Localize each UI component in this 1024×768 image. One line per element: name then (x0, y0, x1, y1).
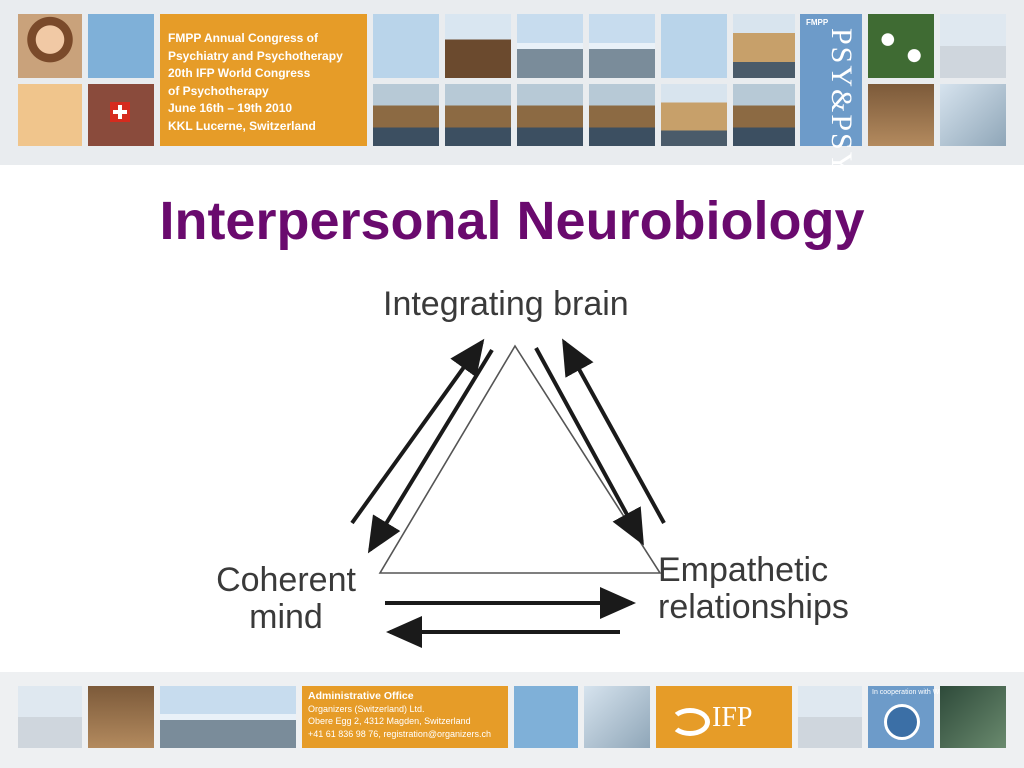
congress-line: FMPP Annual Congress of (168, 31, 319, 45)
node-coherent-mind-line1: Coherent (216, 561, 356, 599)
audience-image (868, 84, 934, 146)
congress-line: of Psychotherapy (168, 83, 269, 98)
lucerne-river-image (445, 84, 511, 146)
node-coherent-mind: Coherent mind (200, 561, 372, 637)
lucerne-river-image (373, 84, 439, 146)
node-empathetic-relationships-line1: Empathetic (658, 551, 829, 589)
fountain-image (18, 686, 82, 748)
office-line: Organizers (Switzerland) Ltd. (308, 703, 425, 714)
lucerne-river-image (589, 84, 655, 146)
arrow-brain-to-mind (367, 348, 494, 554)
color-block (373, 14, 439, 78)
clock-image (584, 686, 650, 748)
slide-title: Interpersonal Neurobiology (159, 191, 865, 251)
ifp-logo-box: IFP (656, 686, 792, 748)
wpa-cooperation-text: In cooperation with WPA (872, 689, 949, 696)
mountain-panorama-image (160, 686, 296, 748)
bottom-banner: Administrative Office Organizers (Switze… (0, 672, 1024, 768)
office-heading: Administrative Office (308, 690, 414, 702)
node-coherent-mind-line2: mind (249, 598, 323, 637)
color-block (88, 14, 154, 78)
color-block (514, 686, 578, 748)
color-block (661, 14, 727, 78)
wpa-globe-icon (884, 704, 920, 740)
fmpp-label: FMPP (806, 18, 829, 27)
ifp-swirl-icon (670, 708, 710, 736)
fountain-image (798, 686, 862, 748)
church-image (661, 84, 727, 146)
congress-line: KKL Lucerne, Switzerland (168, 118, 316, 133)
wpa-logo-box: In cooperation with WPA (868, 686, 948, 748)
congress-info-box: FMPP Annual Congress of Psychiatry and P… (160, 14, 367, 146)
lucerne-river-image (733, 84, 795, 146)
neurobiology-triangle-diagram: Integrating brain Coherent mind Empathet… (180, 278, 900, 658)
diagram-svg (350, 338, 666, 648)
arrow-brain-to-relationships (534, 347, 644, 546)
glass-building-image (940, 84, 1006, 146)
psy-logo-box: FMPP PSY&PSY (800, 14, 862, 175)
node-integrating-brain: Integrating brain (383, 285, 629, 323)
psy-logo: PSY&PSY (825, 28, 858, 176)
node-empathetic-relationships: Empathetic relationships (658, 551, 849, 627)
color-block (18, 84, 82, 146)
forest-image (940, 686, 1006, 748)
mountain-image (517, 14, 583, 78)
ifp-logo-text: IFP (712, 702, 753, 733)
swiss-flag-icon (110, 102, 130, 122)
arrow-relationships-to-brain (562, 338, 666, 524)
administrative-office-box: Administrative Office Organizers (Switze… (302, 686, 508, 748)
triangle-outline (378, 344, 662, 574)
congress-line: Psychiatry and Psychotherapy (168, 48, 343, 63)
church-image (733, 14, 795, 78)
edelweiss-image (868, 14, 934, 78)
people-image (88, 686, 154, 748)
office-line: +41 61 836 98 76, registration@organizer… (308, 728, 492, 739)
swiss-flag-image (88, 84, 154, 146)
node-empathetic-relationships-line2: relationships (658, 588, 849, 627)
congress-line: June 16th – 19th 2010 (168, 101, 293, 115)
office-line: Obere Egg 2, 4312 Magden, Switzerland (308, 716, 471, 726)
water-tower-image (445, 14, 511, 78)
lake-boat-image (940, 14, 1006, 78)
woman-portrait-image (18, 14, 82, 78)
congress-line: 20th IFP World Congress (168, 66, 311, 80)
arrow-mind-to-brain (350, 338, 485, 525)
mountain-image (589, 14, 655, 78)
lucerne-river-image (517, 84, 583, 146)
top-banner: FMPP Annual Congress of Psychiatry and P… (0, 0, 1024, 175)
